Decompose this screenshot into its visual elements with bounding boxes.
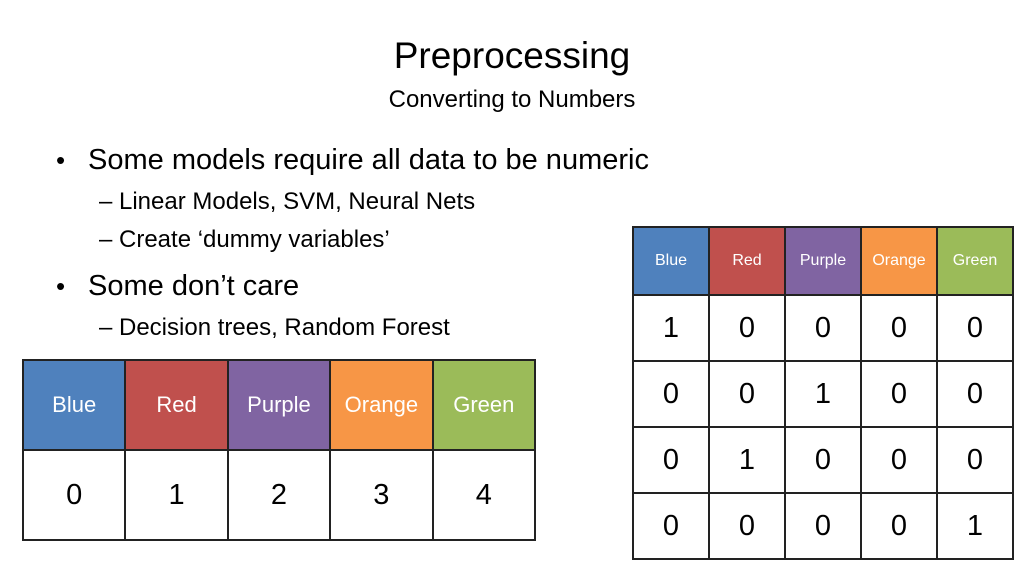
table-cell: 0 (860, 492, 938, 560)
dummy-variable-table: Blue Red Purple Orange Green 1 0 0 0 0 0… (632, 226, 1014, 560)
table-cell: 0 (936, 426, 1014, 494)
sub-bullet-text: Create ‘dummy variables’ (119, 226, 390, 253)
table-cell: 1 (632, 294, 710, 362)
table-cell: 1 (936, 492, 1014, 560)
table-cell: 0 (860, 426, 938, 494)
header-cell-blue: Blue (21, 359, 127, 451)
table-row: 1 0 0 0 0 (632, 294, 1014, 362)
bullet-item: • Some don’t care (56, 266, 756, 306)
table-cell: 0 (632, 492, 710, 560)
sub-bullet-text: Linear Models, SVM, Neural Nets (119, 188, 476, 215)
sub-bullet-item: – Decision trees, Random Forest (99, 312, 756, 344)
sub-bullet-text: Decision trees, Random Forest (119, 314, 450, 341)
table-cell: 0 (632, 426, 710, 494)
table-row: 0 1 0 0 0 (632, 426, 1014, 494)
table-cell: 0 (784, 426, 862, 494)
table-cell: 0 (21, 449, 127, 541)
bullet-item: • Some models require all data to be num… (56, 140, 756, 180)
dash-icon: – (99, 188, 113, 215)
header-cell-blue: Blue (632, 226, 710, 296)
table-cell: 0 (708, 360, 786, 428)
header-cell-purple: Purple (784, 226, 862, 296)
dash-icon: – (99, 314, 113, 341)
table-cell: 0 (784, 492, 862, 560)
table-cell: 3 (329, 449, 434, 541)
header-cell-red: Red (124, 359, 229, 451)
bullet-dot-icon: • (56, 271, 66, 301)
bullet-text: Some models require all data to be numer… (88, 144, 649, 176)
table-cell: 1 (124, 449, 229, 541)
table-cell: 0 (860, 360, 938, 428)
sub-bullet-item: – Create ‘dummy variables’ (99, 224, 756, 256)
table-cell: 0 (936, 294, 1014, 362)
bullet-list: • Some models require all data to be num… (56, 140, 756, 344)
table-cell: 0 (784, 294, 862, 362)
table-cell: 2 (226, 449, 332, 541)
table-cell: 0 (708, 492, 786, 560)
label-encoding-table: Blue Red Purple Orange Green 0 1 2 3 4 (21, 359, 537, 541)
table-row: 0 0 0 0 1 (632, 492, 1014, 560)
slide-subtitle: Converting to Numbers (388, 86, 636, 113)
header-cell-red: Red (708, 226, 786, 296)
header-cell-green: Green (431, 359, 537, 451)
table-row: 0 1 2 3 4 (21, 449, 537, 541)
table-row: 0 0 1 0 0 (632, 360, 1014, 428)
table-cell: 0 (860, 294, 938, 362)
bullet-text: Some don’t care (88, 270, 300, 302)
table-cell: 1 (708, 426, 786, 494)
header-cell-orange: Orange (860, 226, 938, 296)
table-header-row: Blue Red Purple Orange Green (21, 359, 537, 451)
table-cell: 1 (784, 360, 862, 428)
table-header-row: Blue Red Purple Orange Green (632, 226, 1014, 296)
table-cell: 0 (708, 294, 786, 362)
bullet-dot-icon: • (56, 145, 66, 175)
table-cell: 0 (632, 360, 710, 428)
slide-title: Preprocessing (393, 35, 631, 76)
header-cell-orange: Orange (329, 359, 434, 451)
sub-bullet-item: – Linear Models, SVM, Neural Nets (99, 186, 756, 218)
table-cell: 0 (936, 360, 1014, 428)
table-cell: 4 (431, 449, 537, 541)
header-cell-purple: Purple (226, 359, 332, 451)
header-cell-green: Green (936, 226, 1014, 296)
dash-icon: – (99, 226, 113, 253)
